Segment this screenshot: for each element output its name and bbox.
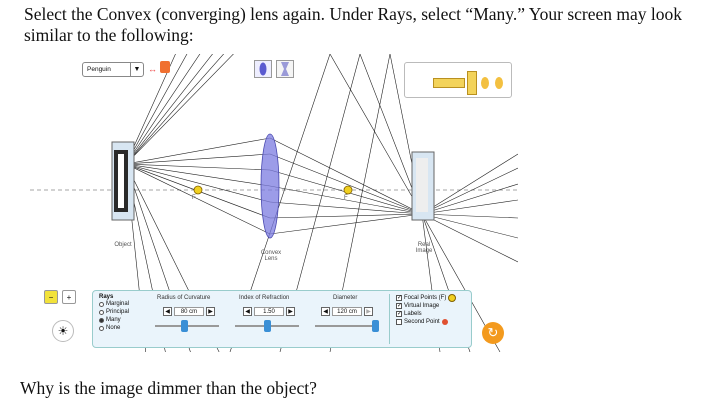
checkbox-second-point[interactable]: Second Point <box>396 318 456 326</box>
convex-lens <box>260 133 280 239</box>
increase-icon: ▶ <box>206 307 215 316</box>
image-label: Real Image <box>415 242 433 254</box>
checkbox-virtual-image[interactable]: ✓Virtual Image <box>396 303 440 309</box>
checkbox-focal-points[interactable]: ✓Focal Points (F) <box>396 294 457 302</box>
instruction-text: Select the Convex (converging) lens agai… <box>24 4 683 45</box>
penguin-image <box>416 158 428 212</box>
reset-icon[interactable]: ↻ <box>482 322 504 344</box>
convex-lens-button[interactable] <box>254 60 272 78</box>
concave-lens-button[interactable] <box>276 60 294 78</box>
optics-simulation: F F Object Convex Lens Real Image Pengui… <box>30 54 518 352</box>
object-selector[interactable]: Penguin ▼ <box>82 62 144 77</box>
decrease-icon: ◀ <box>243 307 252 316</box>
index-label: Index of Refraction <box>239 295 290 301</box>
radius-stepper[interactable]: ◀80 cm▶ <box>163 307 215 316</box>
focal-label-right: F <box>344 195 348 201</box>
rays-option-none[interactable]: None <box>99 324 129 332</box>
increase-icon: ▶ <box>364 307 373 316</box>
radius-slider[interactable] <box>155 320 219 332</box>
diameter-label: Diameter <box>333 295 358 301</box>
zoom-out-icon[interactable]: − <box>44 290 58 304</box>
rays-group: Rays Marginal Principal Many None <box>99 294 129 332</box>
diameter-slider[interactable] <box>315 320 379 332</box>
zoom-in-icon[interactable]: + <box>62 290 76 304</box>
object-label: Object <box>114 242 132 248</box>
increase-icon: ▶ <box>286 307 295 316</box>
question-text: Why is the image dimmer than the object? <box>20 378 317 398</box>
focal-point-left <box>193 185 203 195</box>
brightness-icon[interactable]: ☀ <box>52 320 74 342</box>
rays-title: Rays <box>99 294 114 300</box>
rays-option-principal[interactable]: Principal <box>99 308 129 316</box>
lens-label: Convex Lens <box>260 250 282 262</box>
chevron-down-icon: ▼ <box>130 63 143 76</box>
object-selector-value: Penguin <box>87 66 111 73</box>
light-sensor-icon[interactable] <box>481 77 489 89</box>
light-sensor-icon-2[interactable] <box>495 77 503 89</box>
flashlight-icon[interactable] <box>160 61 170 73</box>
toolbox <box>404 62 512 98</box>
index-slider[interactable] <box>235 320 299 332</box>
index-stepper[interactable]: ◀1.50▶ <box>243 307 295 316</box>
checkbox-labels[interactable]: ✓Labels <box>396 311 422 317</box>
diameter-stepper[interactable]: ◀120 cm▶ <box>321 307 373 316</box>
vertical-ruler-icon[interactable] <box>467 71 477 95</box>
focal-point-right <box>343 185 353 195</box>
rays-option-marginal[interactable]: Marginal <box>99 300 129 308</box>
decrease-icon: ◀ <box>321 307 330 316</box>
radius-label: Radius of Curvature <box>157 295 211 301</box>
focal-label-left: F <box>192 195 196 201</box>
move-arrow-icon[interactable]: ↔ <box>148 64 157 74</box>
ruler-icon[interactable] <box>433 78 465 88</box>
decrease-icon: ◀ <box>163 307 172 316</box>
control-panel: Rays Marginal Principal Many None Radius… <box>92 290 472 348</box>
rays-option-many[interactable]: Many <box>99 316 129 324</box>
display-options: ✓Focal Points (F) ✓Virtual Image ✓Labels… <box>389 294 457 344</box>
